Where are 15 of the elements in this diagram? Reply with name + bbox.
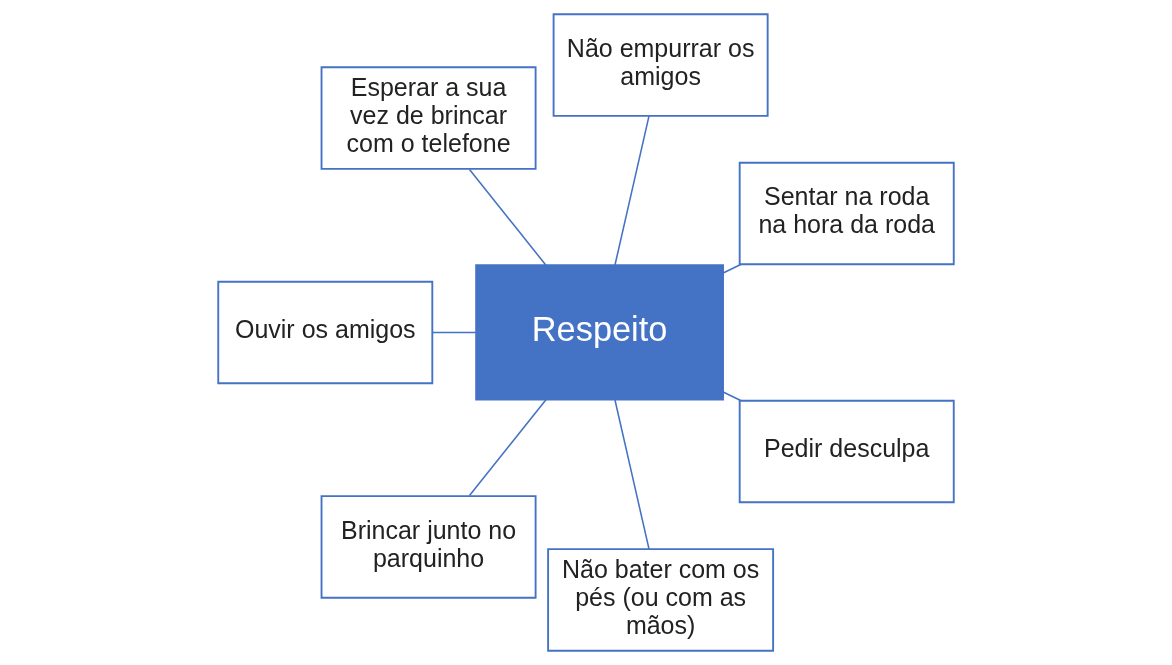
- node-box: Não bater com os pés (ou com as mãos): [547, 548, 775, 652]
- node-box: Sentar na roda na hora da roda: [738, 161, 955, 266]
- node-box: Pedir desculpa: [738, 399, 955, 504]
- connector: [614, 115, 650, 266]
- node-box: Esperar a sua vez de brincar com o telefone: [320, 66, 537, 170]
- connector: [468, 399, 547, 497]
- connector: [722, 391, 742, 402]
- node-box: Respeito: [475, 264, 724, 401]
- node-box: Brincar junto no parquinho: [320, 495, 537, 599]
- connector: [722, 263, 742, 274]
- node-box: Ouvir os amigos: [217, 280, 434, 385]
- connector: [614, 399, 650, 550]
- node-box: Não empurrar os amigos: [552, 13, 769, 117]
- connector: [431, 331, 477, 334]
- connector: [468, 168, 547, 266]
